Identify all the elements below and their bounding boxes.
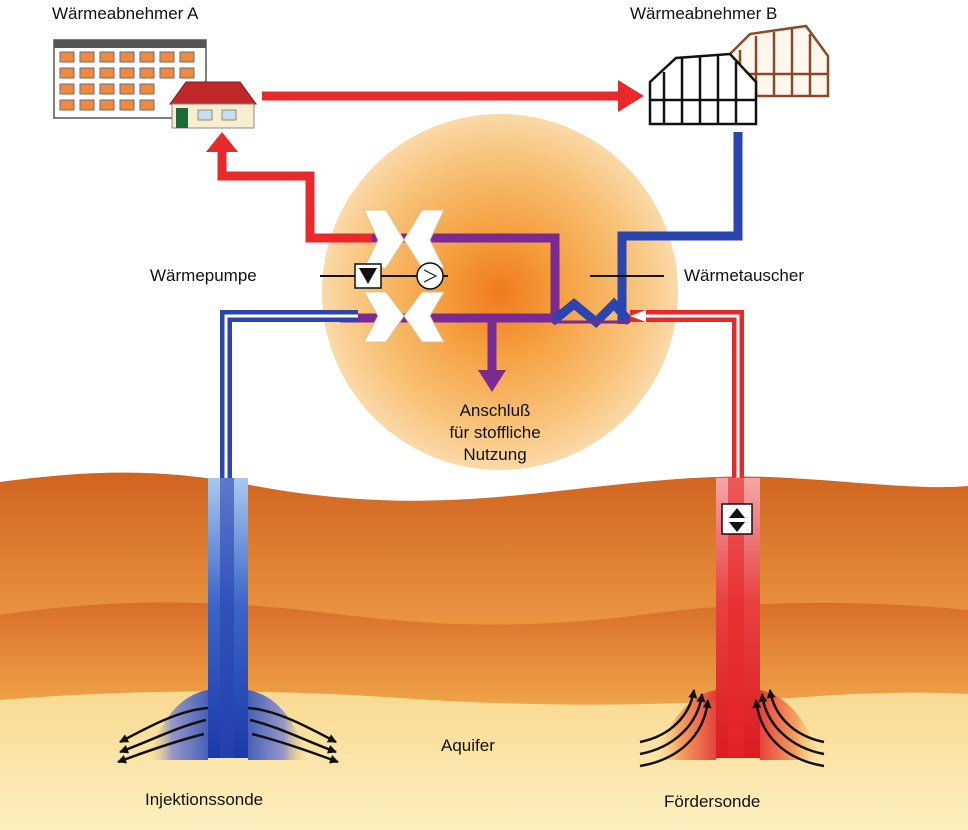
cold-pipe-from-consumer-b [617,132,743,324]
label-aquifer: Aquifer [441,736,495,755]
connection-arrow [478,370,506,392]
label-connection: Anschluß für stoffliche Nutzung [420,400,570,466]
label-connection-line2: für stoffliche [449,423,541,442]
injection-well [148,478,308,760]
label-production-well: Fördersonde [664,792,761,811]
consumer-b-greenhouses [648,24,830,126]
hot-arrow-to-consumer-a [206,132,238,152]
label-connection-line3: Nutzung [463,445,527,464]
supply-arrow-to-b [618,80,644,112]
production-flow-arrow [630,310,646,322]
label-heat-pump: Wärmepumpe [150,266,257,285]
mixed-pipe-top [372,233,560,322]
hot-pipe-to-consumer-a [217,150,372,243]
ground [0,472,968,830]
injection-spread-arrows [117,706,339,764]
label-heat-exchanger: Wärmetauscher [684,266,804,285]
production-inflow-arrows [639,689,825,768]
plant-glow [322,114,678,470]
label-consumer-a: Wärmeabnehmer A [52,4,199,23]
label-consumer-b: Wärmeabnehmer B [630,4,778,23]
label-injection-well: Injektionssonde [145,790,264,809]
consumer-a-buildings [53,39,257,129]
label-connection-line1: Anschluß [459,401,531,420]
heat-pump-symbol [320,209,448,343]
